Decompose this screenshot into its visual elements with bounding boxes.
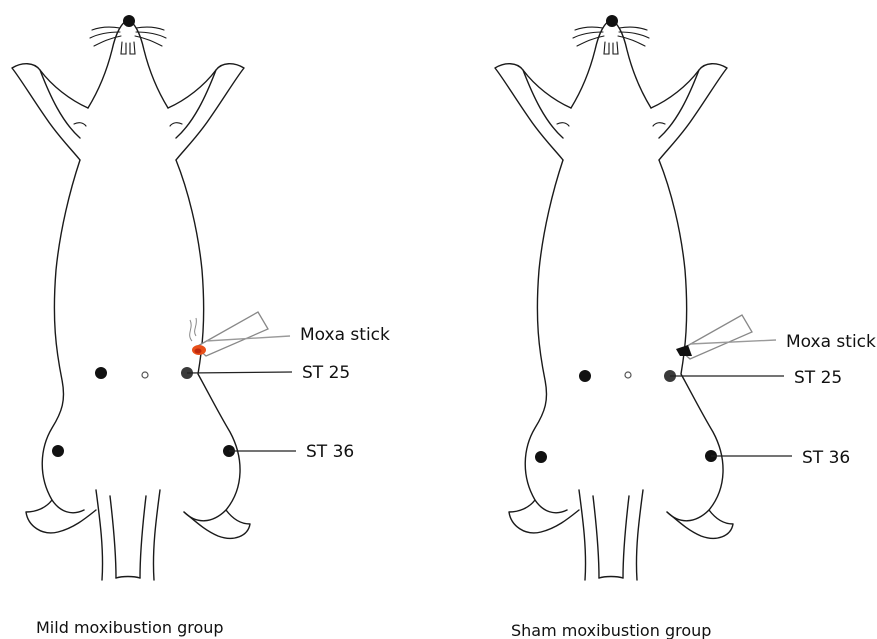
- st25-label: ST 25: [302, 363, 350, 383]
- st25-label: ST 25: [794, 368, 842, 388]
- panel-mild-moxibustion: Moxa stick ST 25 ST 36 Mild moxibustion …: [12, 15, 390, 637]
- moxa-stick-lit: [190, 312, 268, 356]
- moxa-stick-label: Moxa stick: [300, 325, 390, 345]
- rat-diagram: [495, 20, 733, 580]
- st36-label: ST 36: [802, 448, 850, 468]
- moxa-stick-unlit: [676, 315, 752, 359]
- acupoint-st36-left: [52, 445, 64, 457]
- panel-caption: Sham moxibustion group: [511, 621, 711, 639]
- panel-caption: Mild moxibustion group: [36, 618, 224, 637]
- rat-nose: [123, 15, 135, 27]
- acupoint-st36-left: [535, 451, 547, 463]
- moxa-stick-label: Moxa stick: [786, 332, 876, 352]
- st36-label: ST 36: [306, 442, 354, 462]
- acupoint-st25-left: [95, 367, 107, 379]
- smoke-icon: [190, 318, 197, 341]
- rat-nose: [606, 15, 618, 27]
- acupoint-st25-left: [579, 370, 591, 382]
- panel-sham-moxibustion: Moxa stick ST 25 ST 36 Sham moxibustion …: [495, 15, 876, 639]
- rat-diagram: [12, 20, 250, 580]
